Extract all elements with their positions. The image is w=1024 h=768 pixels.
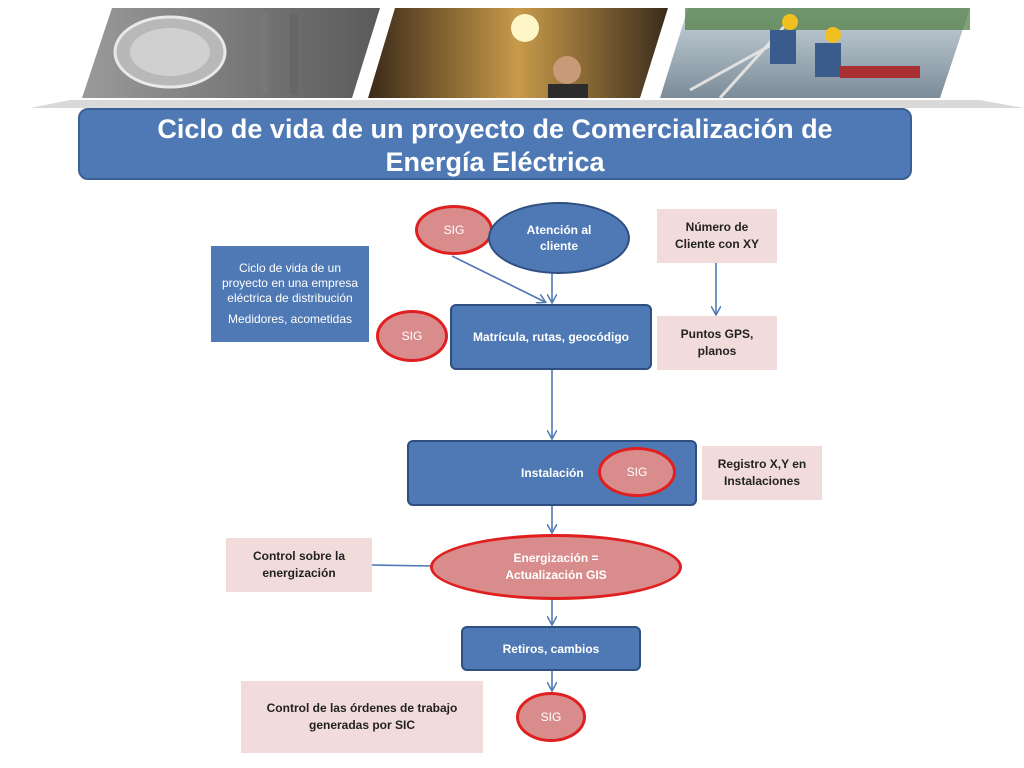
matricula-label: Matrícula, rutas, geocódigo — [472, 330, 630, 344]
control-energizacion-note: Control sobre la energización — [226, 538, 372, 592]
retiros-node: Retiros, cambios — [461, 626, 641, 671]
meter-photo-icon — [82, 8, 380, 98]
header-banner — [30, 8, 1024, 108]
sig-oval-instalacion: SIG — [598, 447, 676, 497]
sig-oval-final: SIG — [516, 692, 586, 742]
worker-lamp-photo-icon — [368, 8, 668, 98]
matricula-node: Matrícula, rutas, geocódigo — [450, 304, 652, 370]
ciclo-note: Ciclo de vida de un proyecto en una empr… — [211, 246, 369, 342]
numero-cliente-note: Número de Cliente con XY — [657, 209, 777, 263]
ciclo-note-subtext: Medidores, acometidas — [227, 312, 353, 326]
title-line-2: Energía Eléctrica — [385, 147, 605, 177]
atencion-cliente-label: Atención al cliente — [526, 223, 592, 253]
registro-xy-label: Registro X,Y en Instalaciones — [717, 457, 807, 488]
sig-label: SIG — [540, 710, 562, 724]
sig-oval-atencion: SIG — [415, 205, 493, 255]
slide-title: Ciclo de vida de un proyecto de Comercia… — [78, 108, 912, 180]
energizacion-node: Energización = Actualización GIS — [430, 534, 682, 600]
atencion-cliente-node: Atención al cliente — [488, 202, 630, 274]
ciclo-note-text: Ciclo de vida de un proyecto en una empr… — [221, 261, 359, 305]
puntos-gps-note: Puntos GPS, planos — [657, 316, 777, 370]
sig-label: SIG — [401, 329, 423, 343]
energizacion-label-2: Actualización GIS — [505, 568, 607, 582]
control-energizacion-label: Control sobre la energización — [252, 549, 345, 580]
sig-label: SIG — [626, 465, 648, 479]
sig-oval-matricula: SIG — [376, 310, 448, 362]
registro-xy-note: Registro X,Y en Instalaciones — [702, 446, 822, 500]
control-ordenes-label: Control de las órdenes de trabajo genera… — [266, 701, 458, 732]
sig-label: SIG — [443, 223, 465, 237]
energizacion-label-1: Energización = — [513, 551, 599, 565]
instalacion-label: Instalación — [521, 466, 584, 480]
retiros-label: Retiros, cambios — [502, 641, 600, 656]
control-ordenes-note: Control de las órdenes de trabajo genera… — [241, 681, 483, 753]
line-control-energizacion — [371, 564, 433, 567]
numero-cliente-label: Número de Cliente con XY — [674, 220, 760, 251]
title-line-1: Ciclo de vida de un proyecto de Comercia… — [157, 114, 833, 144]
linemen-tower-photo-icon — [660, 8, 970, 100]
puntos-gps-label: Puntos GPS, planos — [680, 327, 754, 358]
